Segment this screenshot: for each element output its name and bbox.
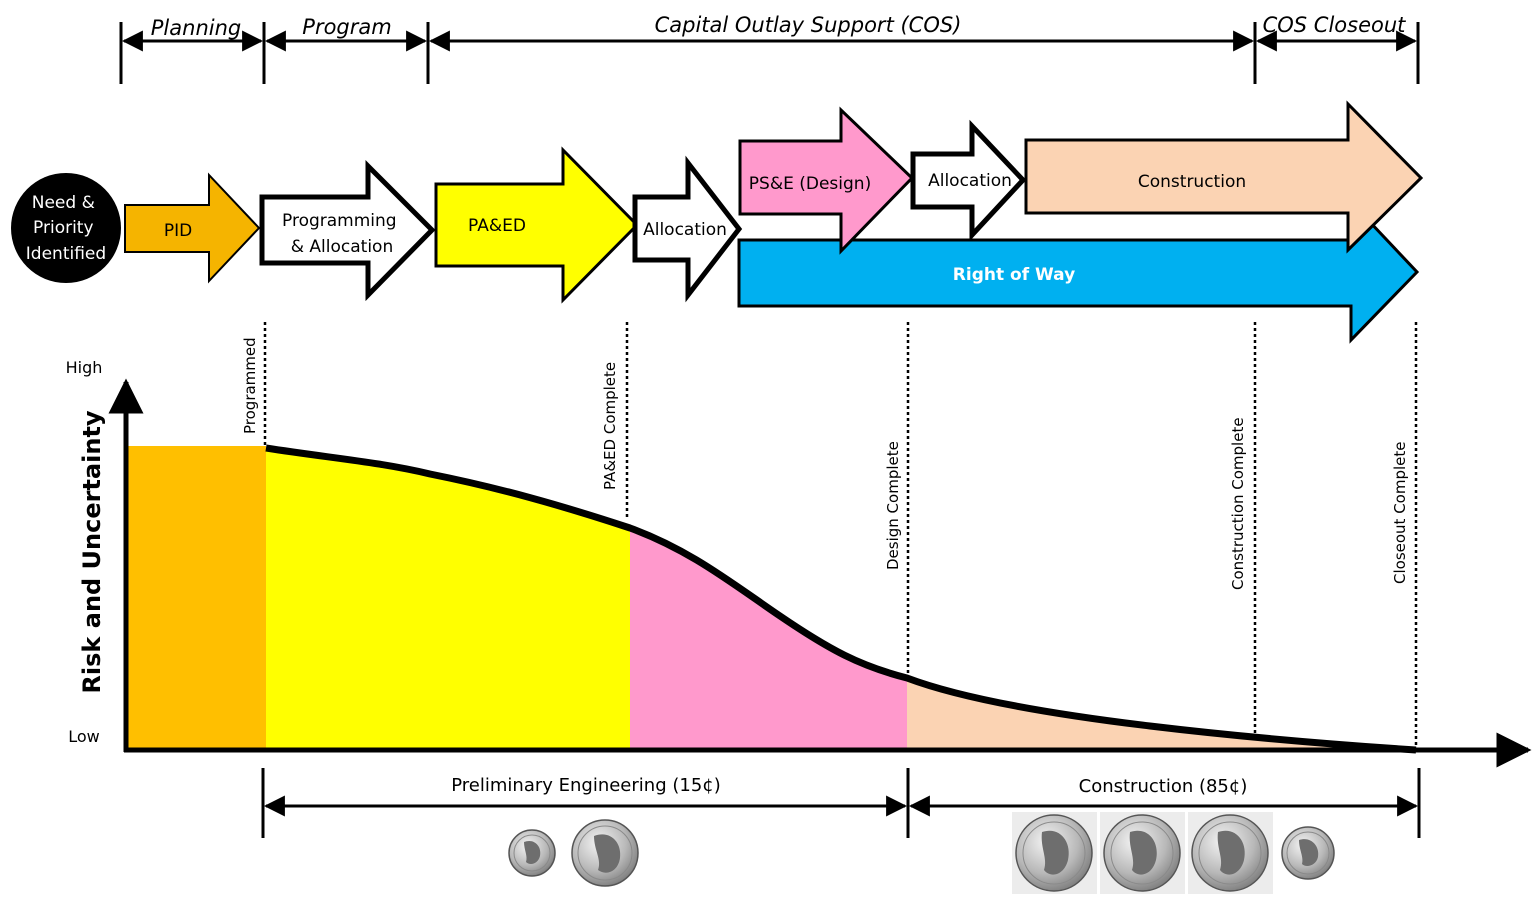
y-axis-low-label: Low xyxy=(68,727,100,746)
phase-closeout-label: COS Closeout xyxy=(1263,13,1407,37)
coins-pe xyxy=(508,819,639,887)
phase-planning-label: Planning xyxy=(151,16,241,40)
arrow-right-of-way-label: Right of Way xyxy=(953,265,1075,285)
area-pid xyxy=(128,446,266,750)
y-axis-high-label: High xyxy=(66,358,103,377)
area-paed xyxy=(266,448,630,750)
arrow-allocation-2 xyxy=(910,119,1027,242)
cost-construction-label: Construction (85¢) xyxy=(1079,776,1248,797)
arrow-pid-label: PID xyxy=(164,221,192,241)
phase-program-label: Program xyxy=(302,15,391,39)
milestone-closeout-complete-label: Closeout Complete xyxy=(1391,442,1409,585)
nickel-coin-icon xyxy=(571,819,639,887)
phase-brackets xyxy=(119,22,1420,84)
arrow-programming-allocation xyxy=(259,159,436,302)
cost-brackets xyxy=(261,768,1421,838)
arrow-pid xyxy=(124,172,261,284)
arrow-paed-label: PA&ED xyxy=(468,216,526,236)
area-design xyxy=(630,528,907,750)
phase-cos-label: Capital Outlay Support (COS) xyxy=(655,13,962,37)
arrow-allocation-1-label: Allocation xyxy=(643,220,727,240)
milestone-construction-complete-label: Construction Complete xyxy=(1229,417,1247,590)
arrow-construction xyxy=(1024,100,1424,254)
start-node-label: Need & Priority Identified xyxy=(26,193,106,264)
arrow-allocation-1 xyxy=(632,155,743,303)
quarter-coin-icon xyxy=(1103,814,1181,892)
milestone-design-complete-label: Design Complete xyxy=(884,441,902,570)
arrow-pse-design-label: PS&E (Design) xyxy=(749,174,871,194)
arrow-programming-allocation-label: Programming & Allocation xyxy=(282,211,402,257)
milestone-paed-complete-label: PA&ED Complete xyxy=(601,362,619,490)
milestone-lines xyxy=(263,322,1418,748)
arrow-construction-label: Construction xyxy=(1138,172,1246,192)
quarter-coin-icon xyxy=(1191,814,1269,892)
arrow-paed xyxy=(434,146,640,304)
coins-construction xyxy=(1012,812,1335,894)
y-axis-title: Risk and Uncertainty xyxy=(78,410,106,693)
risk-curve xyxy=(265,444,1417,754)
cost-pe-label: Preliminary Engineering (15¢) xyxy=(451,775,721,796)
quarter-coin-icon xyxy=(1015,814,1093,892)
milestone-programmed-label: Programmed xyxy=(241,337,259,434)
start-node xyxy=(11,173,121,283)
arrow-allocation-2-label: Allocation xyxy=(928,171,1012,191)
dime-coin-icon xyxy=(508,829,556,877)
dime-coin-icon xyxy=(1281,826,1335,880)
arrow-pse-design xyxy=(738,106,915,255)
area-construction xyxy=(907,678,1416,750)
